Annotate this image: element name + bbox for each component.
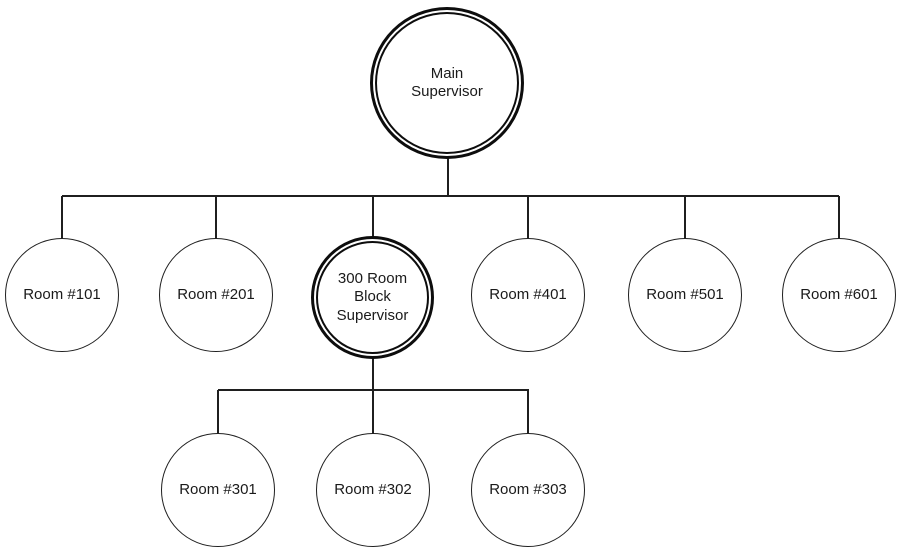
node-room-501: Room #501 xyxy=(628,238,742,352)
node-300-room-block-supervisor-label: 300 Room Block Supervisor xyxy=(336,270,409,324)
node-main-supervisor: Main Supervisor xyxy=(370,7,524,159)
node-main-supervisor-label: Main Supervisor xyxy=(411,64,483,100)
node-room-302: Room #302 xyxy=(316,433,430,547)
connector-level2-bus xyxy=(62,195,839,197)
connector-drop-room-101 xyxy=(61,196,63,239)
node-room-101: Room #101 xyxy=(5,238,119,352)
node-room-301-label: Room #301 xyxy=(179,480,257,498)
connector-drop-room-301 xyxy=(217,390,219,434)
connector-drop-300-block xyxy=(372,196,374,238)
node-room-601: Room #601 xyxy=(782,238,896,352)
connector-level3-bus xyxy=(218,389,529,391)
connector-drop-room-401 xyxy=(527,196,529,239)
node-300-room-block-supervisor: 300 Room Block Supervisor xyxy=(311,236,434,359)
node-room-302-label: Room #302 xyxy=(334,480,412,498)
node-room-303: Room #303 xyxy=(471,433,585,547)
node-room-401-label: Room #401 xyxy=(489,285,567,303)
connector-drop-room-601 xyxy=(838,196,840,239)
node-room-303-label: Room #303 xyxy=(489,480,567,498)
node-room-501-label: Room #501 xyxy=(646,285,724,303)
connector-300-block-drop xyxy=(372,358,374,390)
node-room-101-label: Room #101 xyxy=(23,285,101,303)
node-room-401: Room #401 xyxy=(471,238,585,352)
connector-drop-room-501 xyxy=(684,196,686,239)
node-room-201-label: Room #201 xyxy=(177,285,255,303)
node-room-301: Room #301 xyxy=(161,433,275,547)
connector-drop-room-302 xyxy=(372,390,374,434)
connector-drop-room-303 xyxy=(527,390,529,434)
node-room-601-label: Room #601 xyxy=(800,285,878,303)
connector-drop-room-201 xyxy=(215,196,217,239)
node-room-201: Room #201 xyxy=(159,238,273,352)
connector-main-drop xyxy=(447,158,449,196)
